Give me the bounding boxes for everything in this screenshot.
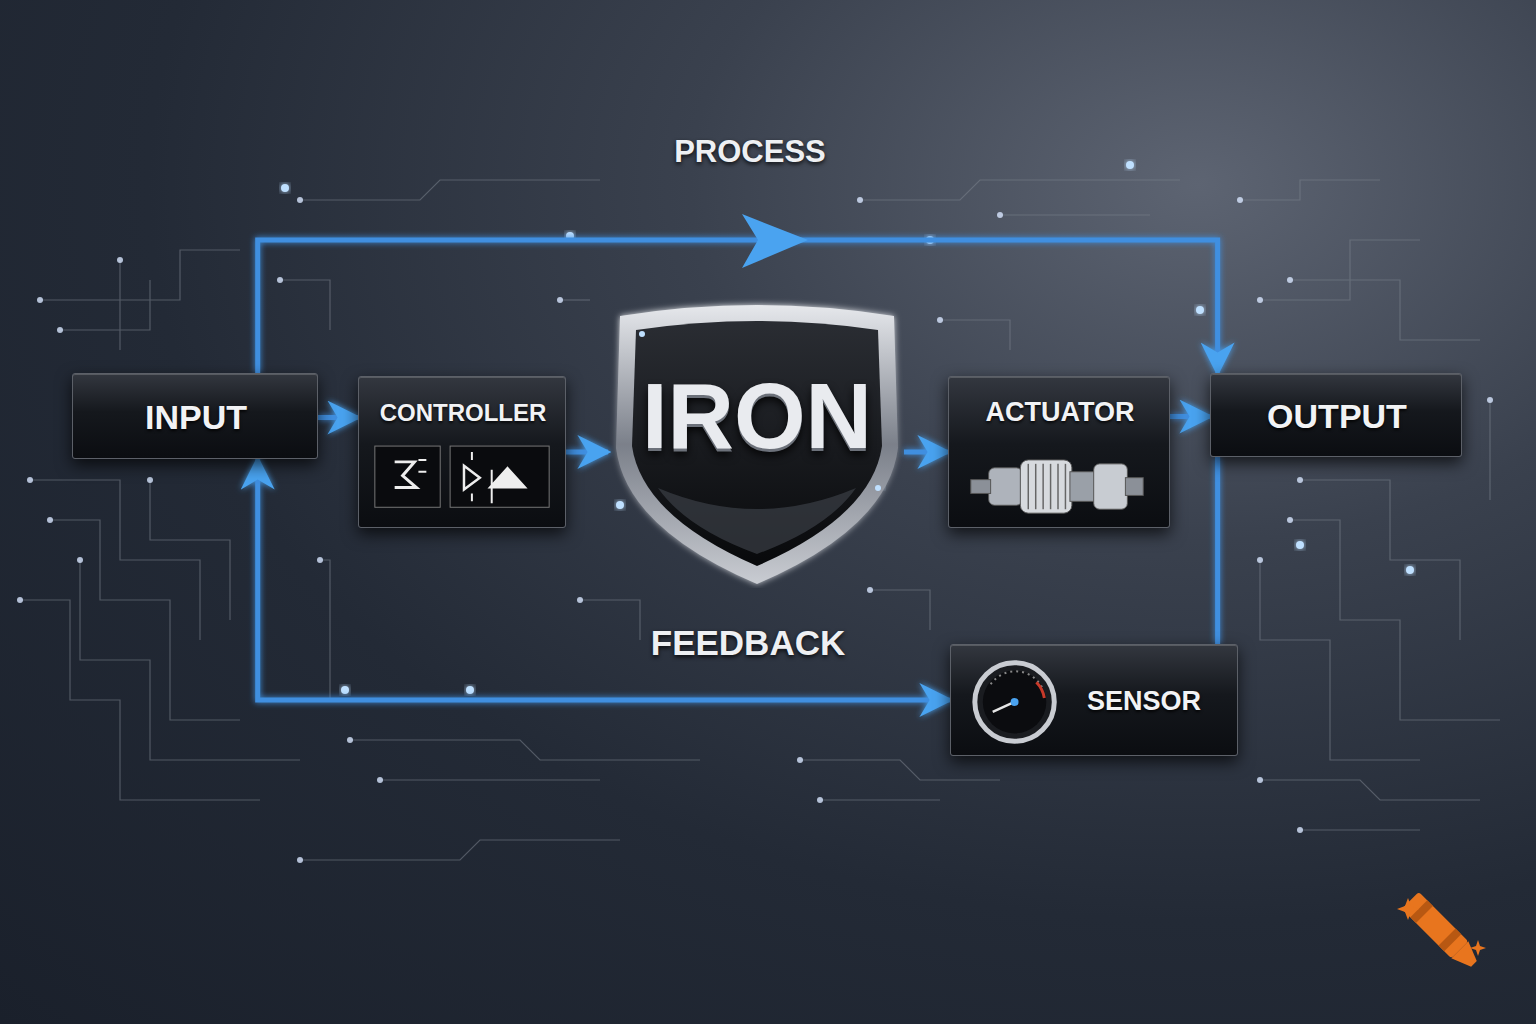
circuit-node (147, 477, 153, 483)
node-label: ACTUATOR (986, 397, 1135, 428)
circuit-node (1257, 557, 1263, 563)
glow-dot (1196, 306, 1204, 314)
sensor-box: SENSOR (950, 644, 1238, 756)
circuit-trace (300, 840, 620, 860)
circuit-node (17, 597, 23, 603)
flow-connector (566, 450, 608, 455)
circuit-node (797, 757, 803, 763)
circuit-trace (1290, 520, 1500, 720)
node-label: CONTROLLER (380, 399, 547, 427)
flow-connector (1215, 457, 1220, 644)
circuit-node (297, 857, 303, 863)
node-label: OUTPUT (1267, 397, 1407, 436)
circuit-node (47, 517, 53, 523)
circuit-node (37, 297, 43, 303)
circuit-node (1297, 827, 1303, 833)
circuit-node (867, 587, 873, 593)
circuit-node (577, 597, 583, 603)
circuit-node (57, 327, 63, 333)
circuit-node (27, 477, 33, 483)
node-label: IRON (642, 364, 872, 469)
circuit-node (277, 277, 283, 283)
circuit-trace (800, 760, 1000, 780)
circuit-node (1257, 777, 1263, 783)
circuit-node (857, 197, 863, 203)
circuit-node (117, 257, 123, 263)
circuit-trace (80, 560, 300, 760)
circuit-node (1297, 477, 1303, 483)
glow-dot (281, 184, 289, 192)
circuit-trace (30, 480, 200, 640)
circuit-node (937, 317, 943, 323)
circuit-trace (820, 799, 940, 800)
actuator-box: ACTUATOR (948, 376, 1170, 528)
circuit-trace (1290, 280, 1480, 340)
flow-connector (1170, 414, 1210, 419)
circuit-node (297, 197, 303, 203)
output-box: OUTPUT (1210, 373, 1462, 457)
flow-connector (318, 415, 358, 420)
circuit-trace (1300, 480, 1460, 640)
node-label: SENSOR (1087, 686, 1201, 717)
circuit-node (997, 212, 1003, 218)
circuit-trace (1300, 829, 1420, 830)
circuit-trace (860, 180, 1180, 200)
watermark-crayon (1402, 892, 1483, 973)
circuit-node (1287, 277, 1293, 283)
circuit-trace (1260, 240, 1420, 300)
edge-label: FEEDBACK (651, 623, 845, 663)
circuit-node (817, 797, 823, 803)
circuit-trace (940, 320, 1010, 350)
circuit-trace (1240, 180, 1380, 200)
glow-dot (1296, 541, 1304, 549)
circuit-node (1237, 197, 1243, 203)
glow-dot (616, 501, 624, 509)
circuit-trace (1260, 780, 1480, 800)
circuit-trace (870, 590, 930, 630)
circuit-trace (580, 600, 640, 640)
circuit-node (77, 557, 83, 563)
circuit-trace (50, 520, 240, 720)
circuit-node (1287, 517, 1293, 523)
circuit-trace (40, 250, 240, 300)
glow-dot (341, 686, 349, 694)
circuit-trace (1000, 214, 1150, 215)
circuit-node (1487, 397, 1493, 403)
input-box: INPUT (72, 373, 318, 459)
circuit-trace (300, 180, 600, 200)
circuit-trace (1489, 400, 1490, 500)
circuit-trace (320, 560, 330, 700)
iron-shield: IRON (598, 298, 916, 588)
circuit-trace (60, 280, 150, 330)
circuit-node (377, 777, 383, 783)
glow-dot (466, 686, 474, 694)
watermark-spark (1397, 898, 1419, 920)
circuit-node (347, 737, 353, 743)
glow-dot (1406, 566, 1414, 574)
circuit-node (1257, 297, 1263, 303)
circuit-trace (150, 480, 230, 620)
circuit-node (557, 297, 563, 303)
circuit-trace (560, 299, 590, 300)
edge-label: PROCESS (674, 134, 826, 170)
node-label: INPUT (145, 398, 247, 437)
watermark-spark (1470, 940, 1486, 956)
controller-box: CONTROLLER (358, 376, 566, 528)
circuit-trace (280, 280, 330, 330)
circuit-trace (1260, 560, 1420, 760)
circuit-trace (380, 779, 600, 780)
circuit-trace (119, 260, 120, 350)
circuit-trace (350, 740, 700, 760)
circuit-trace (20, 600, 260, 800)
glow-dot (1126, 161, 1134, 169)
flow-connector (904, 450, 948, 455)
flow-arrowhead (742, 214, 808, 268)
circuit-node (317, 557, 323, 563)
